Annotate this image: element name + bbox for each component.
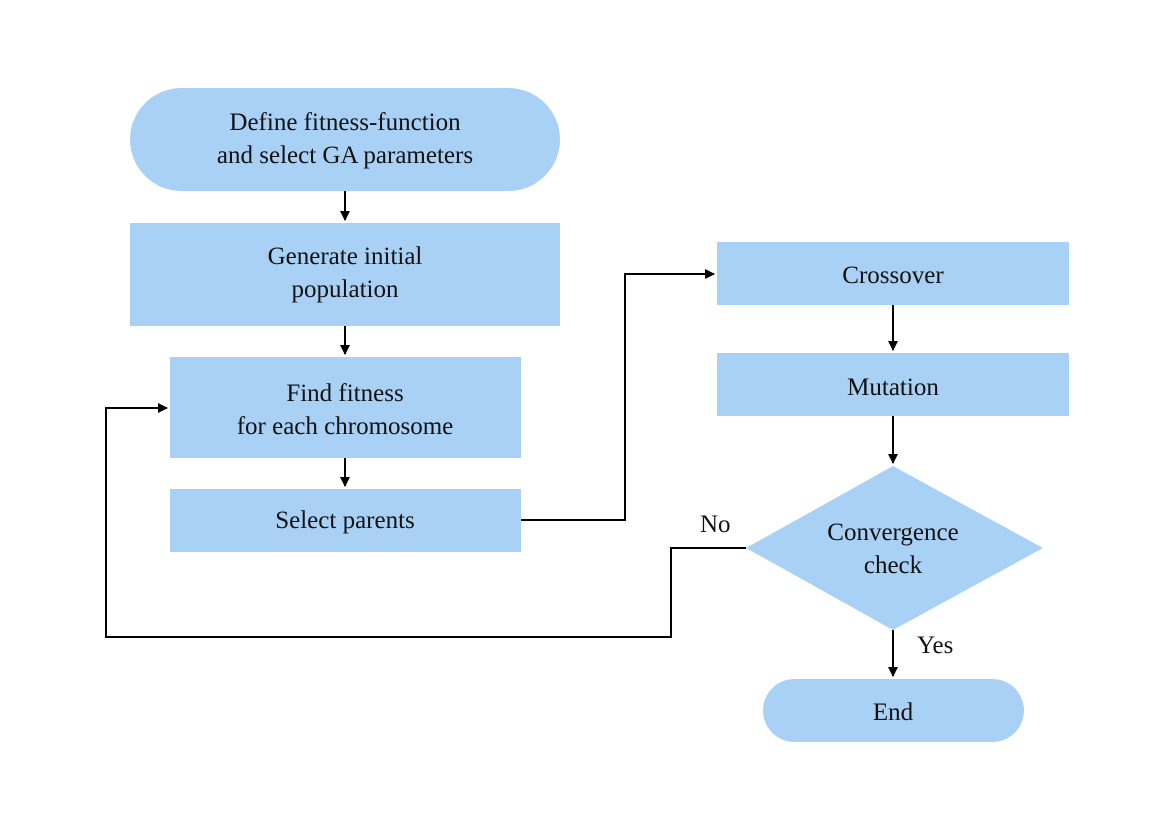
node-convergence-check: Convergence check: [746, 466, 1043, 630]
node-generate-line-2: population: [292, 276, 399, 303]
node-crossover-line-1: Crossover: [842, 262, 944, 289]
arrow-convergence-no-loop: [105, 403, 746, 638]
edge-label-yes: Yes: [917, 632, 953, 659]
node-end-line-1: End: [873, 699, 914, 726]
node-find-fitness: Find fitness for each chromosome: [170, 357, 521, 458]
connectors: [105, 191, 898, 677]
node-define-line-1: Define fitness-function: [229, 109, 461, 136]
node-define-line-2: and select GA parameters: [217, 142, 473, 169]
node-select-parents: Select parents: [170, 489, 521, 552]
node-mutation-line-1: Mutation: [847, 374, 939, 401]
node-select-line-1: Select parents: [275, 507, 415, 534]
node-fitness-line-2: for each chromosome: [237, 413, 454, 440]
node-convergence-line-2: check: [864, 552, 923, 579]
arrow-select-to-crossover: [521, 269, 715, 521]
node-generate-population: Generate initial population: [130, 223, 560, 326]
node-mutation: Mutation: [717, 353, 1069, 416]
node-end: End: [763, 679, 1024, 742]
node-define-fitness: Define fitness-function and select GA pa…: [130, 88, 560, 191]
node-fitness-line-1: Find fitness: [286, 380, 403, 407]
node-crossover: Crossover: [717, 242, 1069, 305]
edge-label-no: No: [700, 511, 731, 538]
node-generate-line-1: Generate initial: [268, 243, 423, 270]
node-convergence-line-1: Convergence: [827, 519, 958, 546]
